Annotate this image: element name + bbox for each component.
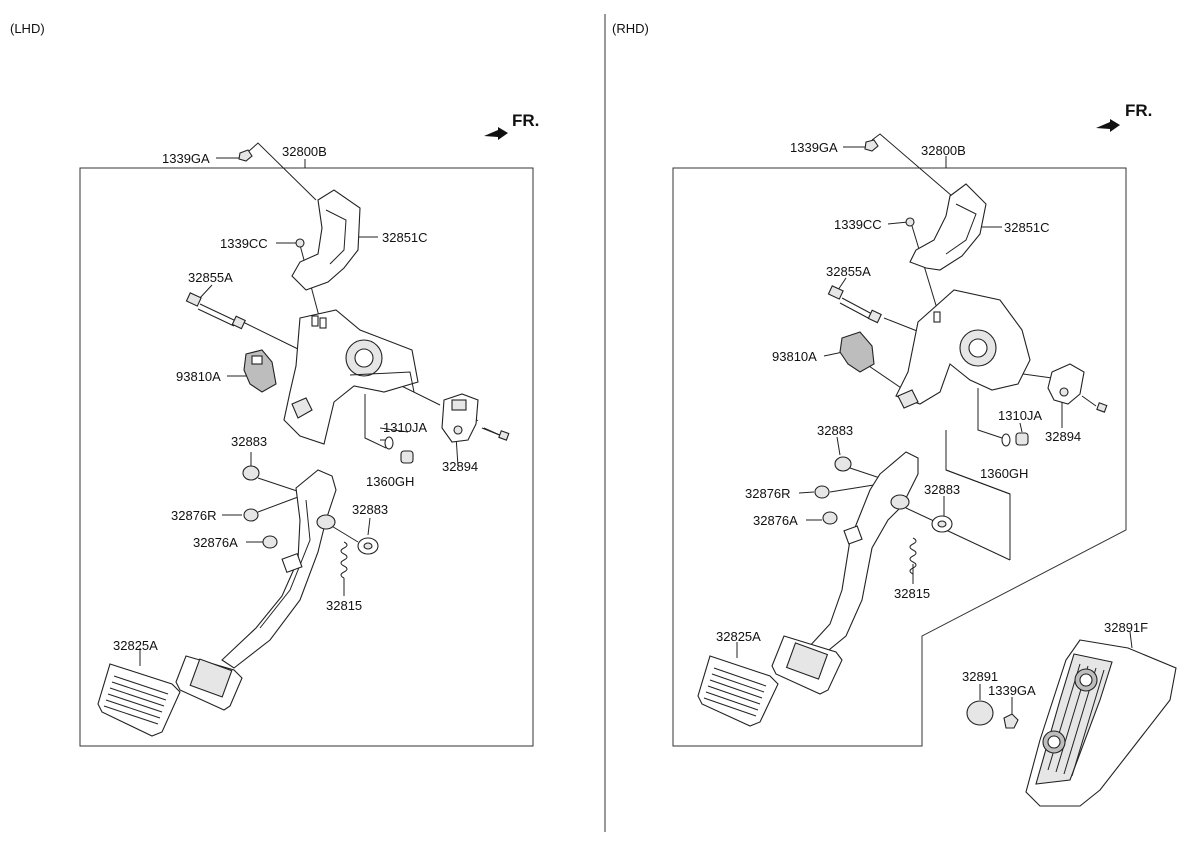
rhd-direction-label: FR. [1125,101,1152,120]
callout-32876r: 32876R [745,486,791,501]
callout-32883-lower: 32883 [924,482,960,497]
callout-1310ja: 1310JA [383,420,427,435]
nut-1339ga-lower [1003,713,1019,729]
small-bolt [481,427,510,441]
stopper-32876r [814,485,830,499]
callout-32876r: 32876R [171,508,217,523]
washer-1360gh [384,436,394,450]
callout-1339ga: 1339GA [790,140,838,155]
stopper-32876a [262,535,278,549]
spring-32815 [340,541,348,579]
rhd-assembly-frame [672,167,1127,747]
pedal-bracket [283,309,419,445]
callout-32825a: 32825A [113,638,158,653]
pedal-pad-32825a [97,663,181,737]
bushing-32883-upper [242,465,260,481]
rhd-leader-lines [736,133,1133,714]
bolt-32855a [185,292,246,330]
callout-32891f: 32891F [1104,620,1148,635]
front-arrow-icon [484,127,508,140]
callout-1360gh: 1360GH [980,466,1028,481]
brake-pedal-arm [807,451,919,655]
stopper-32876r [243,508,259,522]
front-arrow-icon [1096,119,1120,132]
callout-1360gh: 1360GH [366,474,414,489]
pedal-pad-32825a [697,655,779,727]
callout-1339ga: 1339GA [162,151,210,166]
callout-1339cc: 1339CC [220,236,268,251]
callout-1339cc: 1339CC [834,217,882,232]
callout-32894: 32894 [1045,429,1081,444]
lhd-section: (LHD) FR. [10,21,539,747]
callout-93810a: 93810A [772,349,817,364]
nut-1339cc [905,217,915,227]
callout-32815: 32815 [894,586,930,601]
rhd-tag: (RHD) [612,21,649,36]
nut-1339ga [864,139,879,152]
rhd-callouts: 1339GA 32800B 1339CC 32851C 32855A 93810… [716,140,1148,698]
nut-1310ja [400,450,414,464]
callout-32800b: 32800B [282,144,327,159]
callout-32851c: 32851C [382,230,428,245]
callout-32815: 32815 [326,598,362,613]
callout-93810a: 93810A [176,369,221,384]
bracket-32851c [291,189,361,291]
callout-32891: 32891 [962,669,998,684]
nut-1310ja [1015,432,1029,446]
bracket-32851c [909,183,987,271]
brake-pedal-arm [221,469,337,669]
callout-32883-upper: 32883 [231,434,267,449]
cap-32891 [966,700,994,726]
clip-32894 [441,393,479,443]
lhd-direction-label: FR. [512,111,539,130]
callout-1339ga-lower: 1339GA [988,683,1036,698]
pad-ribs [703,667,767,717]
lhd-parts [97,149,510,737]
rhd-parts [697,139,1177,807]
small-bolt [1096,402,1108,413]
lhd-tag: (LHD) [10,21,45,36]
callout-32800b: 32800B [921,143,966,158]
stopper-32876a [822,511,838,525]
callout-32825a: 32825A [716,629,761,644]
washer-1360gh [1001,433,1011,447]
callout-32855a: 32855A [188,270,233,285]
callout-32894: 32894 [442,459,478,474]
switch-93810a [839,331,875,373]
callout-32851c: 32851C [1004,220,1050,235]
callout-32876a: 32876A [193,535,238,550]
callout-1310ja: 1310JA [998,408,1042,423]
nut-1339ga [238,149,253,162]
callout-32876a: 32876A [753,513,798,528]
pad-ribs [103,675,169,725]
lhd-callouts: 1339GA 32800B 1339CC 32851C 32855A 93810… [113,144,478,653]
callout-32883-lower: 32883 [352,502,388,517]
callout-32883-upper: 32883 [817,423,853,438]
bushing-32883-upper [834,456,852,472]
spring-32815 [909,537,917,575]
rhd-section: (RHD) FR. [612,21,1177,807]
callout-32855a: 32855A [826,264,871,279]
nut-1339cc [295,238,305,248]
bolt-32855a [827,285,882,324]
clip-32894 [1047,363,1085,405]
lhd-assembly-frame [79,167,534,747]
